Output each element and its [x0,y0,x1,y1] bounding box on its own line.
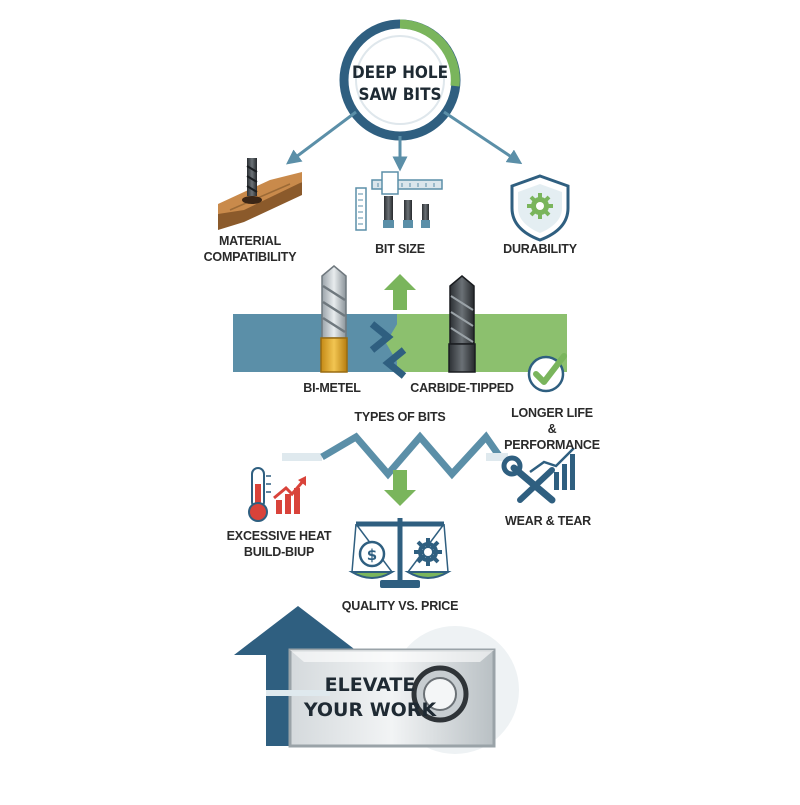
excessive-heat-label: EXCESSIVE HEAT BUILD-BIUP [226,529,332,559]
caliper-icon [355,171,443,231]
up-arrow-icon [384,274,416,310]
wood-drill-icon [218,158,302,230]
cta-text: ELEVATE YOUR WORK [303,674,437,721]
bimetal-label: BI-METEL [303,381,361,395]
cta-graphic [234,606,519,754]
balance-scale-icon: $ [348,518,452,588]
wear-tear-label: WEAR & TEAR [505,514,591,528]
bit-size-label: BIT SIZE [375,242,425,256]
down-arrow-icon [384,470,416,506]
thermometer-icon [248,467,271,522]
bit-types-band [233,314,567,379]
page-title: DEEP HOLE SAW BITS [351,63,449,105]
heat-chart-icon [273,476,306,514]
zigzag-connector [282,431,508,480]
branch-arrows [286,110,523,172]
bimetal-bit-icon [320,265,348,373]
carbide-label: CARBIDE-TIPPED [410,381,514,395]
material-compatibility-label: MATERIAL COMPATIBILITY [203,234,297,264]
carbide-bit-icon [448,275,476,373]
title-badge [339,19,461,141]
durability-label: DURABILITY [503,242,577,256]
types-of-bits-label: TYPES OF BITS [354,410,446,424]
wrench-chart-icon [501,447,575,504]
longer-life-label: LONGER LIFE & PERFORMANCE [504,406,600,452]
quality-price-label: QUALITY VS. PRICE [341,599,459,613]
checkmark-icon [527,353,567,393]
shield-gear-icon [510,174,570,242]
dollar-icon: $ [367,546,377,564]
